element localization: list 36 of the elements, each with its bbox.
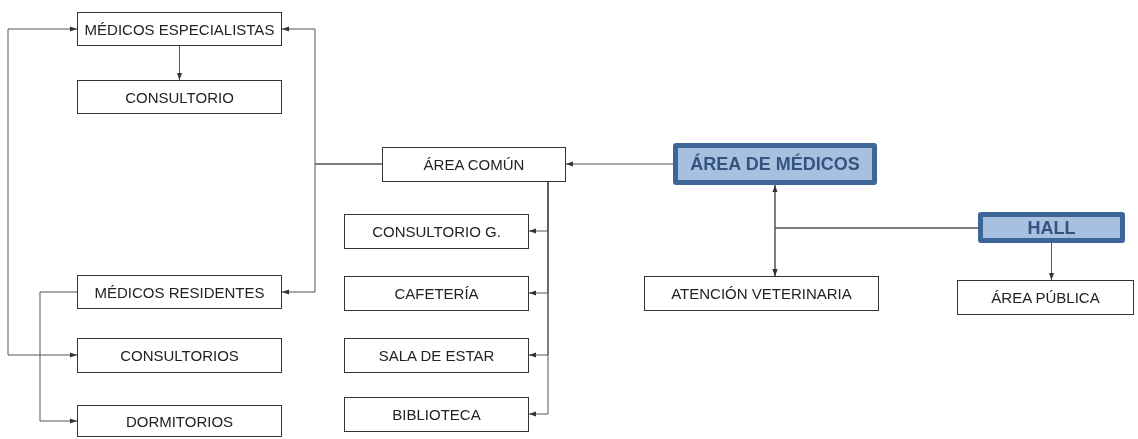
area-box: [344, 214, 529, 249]
arrow: [39, 291, 78, 424]
highlighted-area-box: [978, 212, 1125, 243]
area-label: HALL: [1027, 218, 1076, 237]
area-label: CONSULTORIO: [125, 89, 234, 105]
arrow: [7, 26, 78, 358]
area-label: DORMITORIOS: [125, 413, 234, 429]
area-label: MÉDICOS ESPECIALISTAS: [84, 21, 275, 37]
area-box: [344, 338, 529, 373]
area-box: [77, 338, 282, 373]
area-label: CONSULTORIOS: [120, 348, 239, 363]
area-box: [77, 12, 282, 46]
area-box: [77, 405, 282, 437]
area-box: [644, 276, 879, 311]
area-box: [77, 80, 282, 114]
arrow: [565, 161, 674, 167]
area-label: ÁREA PÚBLICA: [991, 290, 1100, 305]
arrow: [177, 45, 182, 81]
area-box: [344, 276, 529, 311]
area-box: [957, 280, 1134, 315]
area-label: ÁREA COMÚN: [423, 157, 525, 172]
highlighted-area-box: [673, 143, 877, 185]
area-box: [77, 275, 282, 309]
area-label: ÁREA DE MÉDICOS: [690, 155, 860, 173]
arrow: [528, 181, 549, 417]
area-label: CONSULTORIO G.: [372, 224, 501, 239]
arrow: [1049, 242, 1054, 281]
area-label: SALA DE ESTAR: [378, 348, 495, 363]
area-label: CAFETERÍA: [394, 286, 479, 301]
area-label: BIBLIOTECA: [392, 407, 481, 422]
arrow: [772, 184, 979, 229]
area-label: ATENCIÓN VETERINARIA: [671, 286, 852, 301]
area-box: [344, 397, 529, 432]
area-label: MÉDICOS RESIDENTES: [94, 284, 265, 300]
arrow: [281, 163, 383, 295]
area-box: [382, 147, 566, 182]
